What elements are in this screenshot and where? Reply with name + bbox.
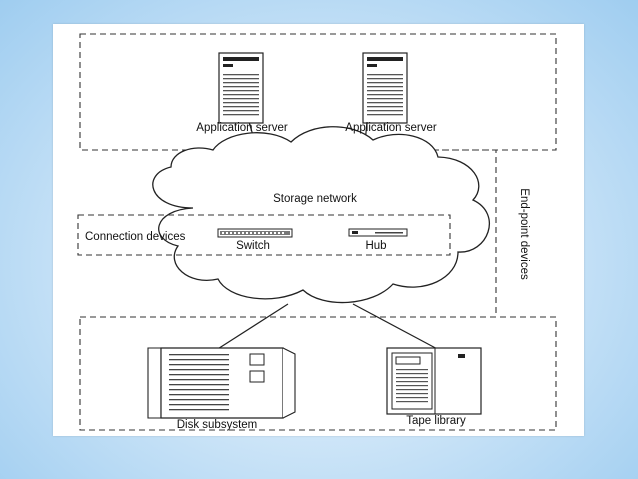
- disk-subsystem-icon: [147, 347, 296, 419]
- storage-devices-group: [79, 316, 557, 431]
- network-hub-icon: [348, 228, 408, 237]
- san-diagram: Application server Application server St…: [77, 33, 557, 431]
- storage-network-label: Storage network: [273, 193, 357, 205]
- slide-canvas: Application server Application server St…: [53, 24, 584, 436]
- hub-label: Hub: [365, 240, 386, 252]
- tape-library-label: Tape library: [406, 415, 466, 427]
- app-server-right-label: Application server: [345, 122, 437, 134]
- switch-label: Switch: [236, 240, 270, 252]
- app-server-left-label: Application server: [196, 122, 288, 134]
- connection-devices-group: [77, 214, 451, 256]
- link-disk: [212, 303, 289, 353]
- disk-subsystem-label: Disk subsystem: [177, 419, 258, 431]
- server-icon: [218, 52, 264, 124]
- server-icon: [362, 52, 408, 124]
- tape-library-icon: [386, 347, 482, 415]
- network-switch-icon: [217, 228, 293, 238]
- end-point-devices-label: End-point devices: [518, 188, 530, 280]
- connection-devices-label: Connection devices: [85, 231, 186, 243]
- link-tape: [352, 303, 444, 353]
